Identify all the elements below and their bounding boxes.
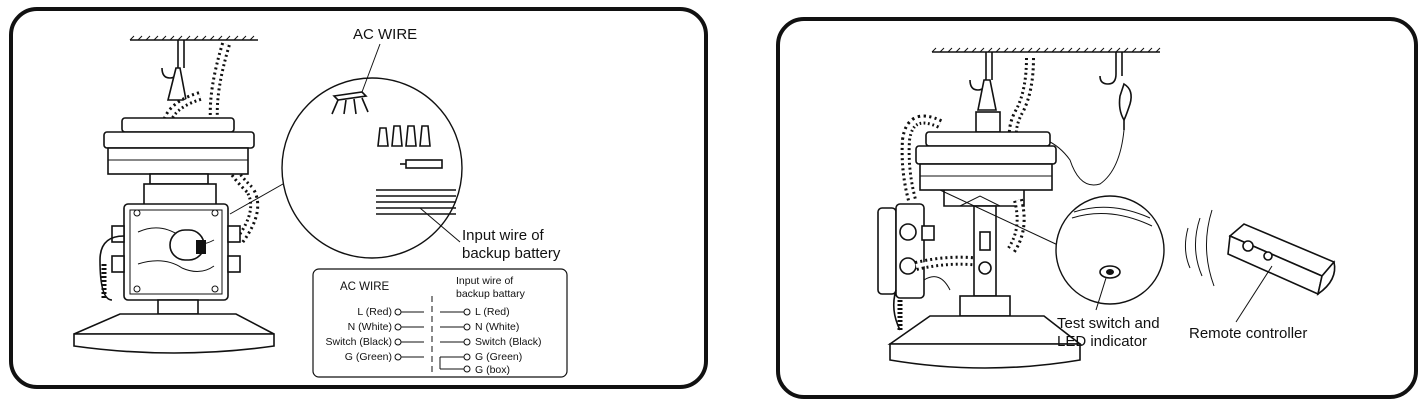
table-left-header: AC WIRE (340, 281, 390, 293)
remote-controller-label: Remote controller (1189, 325, 1307, 342)
left-panel: AC WIRE Input wire of backup battery AC … (9, 7, 708, 389)
junction-box (111, 203, 241, 301)
input-wire-label-line2: backup battery (462, 245, 561, 262)
test-switch-label-line1: Test switch and (1057, 315, 1160, 332)
table-right-item: G (Green) (475, 351, 522, 363)
lamp-shade (887, 295, 1083, 369)
test-switch-label-line2: LED indicator (1057, 333, 1147, 350)
input-wire-label-line1: Input wire of (462, 227, 545, 244)
magnified-test-switch-view (1055, 195, 1165, 311)
remote-controller (1227, 223, 1336, 296)
wiring-table: AC WIRE Input wire of backup battary L (… (312, 268, 568, 378)
magnified-wiring-view (281, 77, 463, 259)
ceiling-hatch (129, 35, 258, 41)
table-left-item: N (White) (348, 321, 392, 333)
table-right-item: L (Red) (475, 306, 510, 318)
lamp-shade (73, 299, 275, 354)
fixture-canopy (915, 111, 1057, 191)
carabiner-icon (1118, 82, 1132, 122)
table-right-item: Switch (Black) (475, 336, 542, 348)
hook-icon (1099, 52, 1117, 85)
table-left-item: L (Red) (357, 306, 392, 318)
table-left-item: G (Green) (345, 351, 392, 363)
table-right-item: G (box) (475, 364, 510, 376)
fixture-canopy (103, 117, 255, 207)
table-right-header-line1: Input wire of (456, 275, 513, 287)
table-right-header-line2: backup battary (456, 288, 526, 300)
ac-wire-label: AC WIRE (353, 26, 417, 43)
table-left-item: Switch (Black) (325, 336, 392, 348)
signal-waves-icon (1184, 209, 1215, 287)
right-panel: Test switch and LED indicator Remote con… (776, 17, 1418, 399)
table-right-item: N (White) (475, 321, 519, 333)
